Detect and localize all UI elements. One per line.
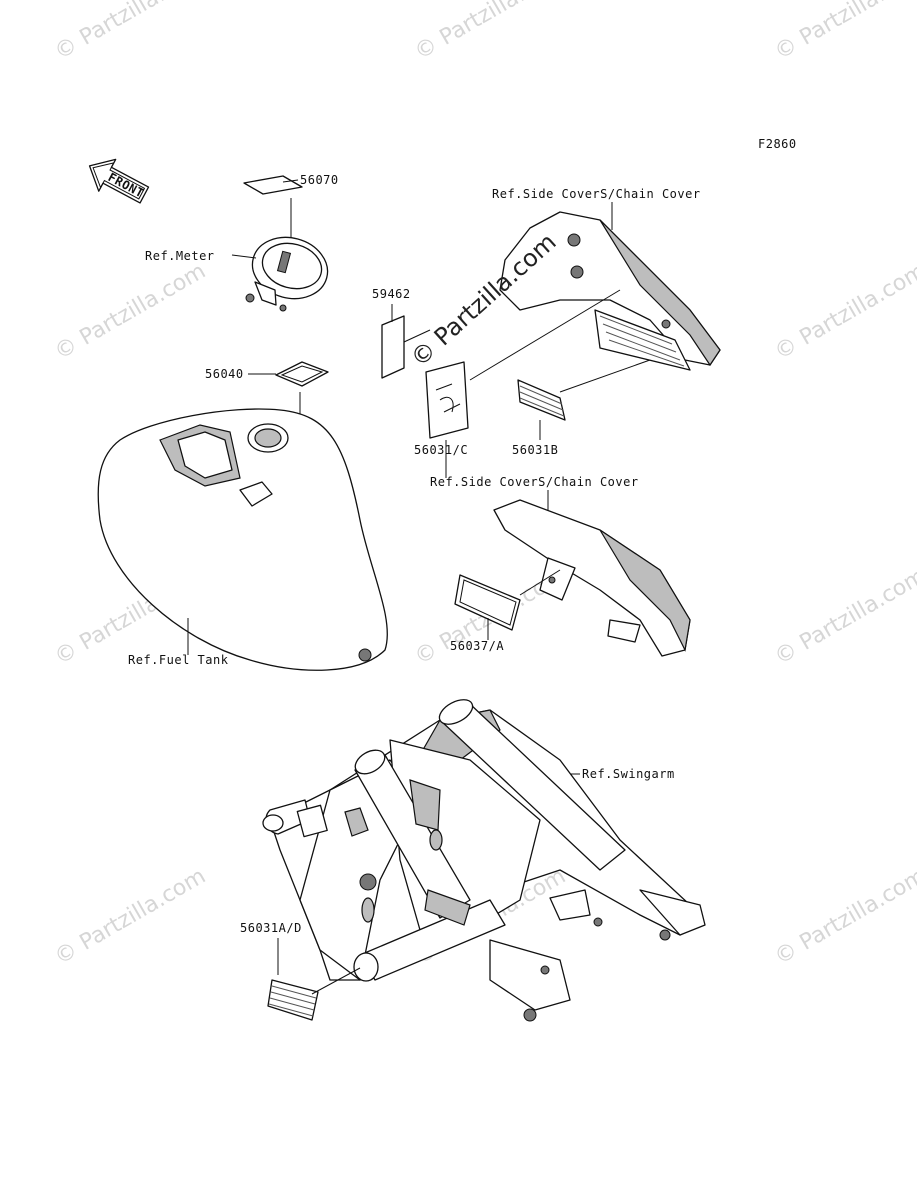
watermark-text: © Partzilla.com bbox=[771, 259, 917, 366]
label-59462: 59462 bbox=[372, 287, 431, 379]
ref-fuel-tank-label: Ref.Fuel Tank bbox=[128, 653, 229, 667]
label-56037a: 56037/A bbox=[450, 574, 521, 653]
fuel-tank: Ref.Fuel Tank bbox=[97, 408, 388, 671]
watermark-text: © Partzilla.com bbox=[771, 864, 917, 971]
svg-text:56037/A: 56037/A bbox=[450, 639, 504, 653]
ref-meter-label: Ref.Meter bbox=[145, 249, 215, 263]
diagram-code: F2860 bbox=[758, 137, 797, 151]
svg-text:56031/C: 56031/C bbox=[414, 443, 468, 457]
svg-text:56031B: 56031B bbox=[512, 443, 558, 457]
watermark-text: © Partzilla.com bbox=[411, 0, 571, 65]
front-arrow-icon: FRONT bbox=[88, 158, 150, 204]
svg-text:59462: 59462 bbox=[372, 287, 411, 301]
swingarm: Ref.Swingarm bbox=[262, 699, 706, 1022]
svg-text:56070: 56070 bbox=[300, 173, 339, 187]
watermark-text: © Partzilla.com bbox=[771, 0, 917, 65]
label-56040: 56040 bbox=[205, 361, 329, 470]
watermark-text: © Partzilla.com bbox=[771, 564, 917, 671]
ref-side-cover-label-2: Ref.Side CoverS/Chain Cover bbox=[430, 475, 639, 489]
svg-text:56031A/D: 56031A/D bbox=[240, 921, 302, 935]
svg-text:56040: 56040 bbox=[205, 367, 244, 381]
label-56031c: 56031/C bbox=[414, 361, 469, 478]
watermark-text: © Partzilla.com bbox=[51, 864, 211, 971]
watermark-text: © Partzilla.com bbox=[51, 0, 211, 65]
meter: Ref.Meter bbox=[145, 236, 329, 312]
side-cover-upper: Ref.Side CoverS/Chain Cover bbox=[469, 187, 721, 393]
side-cover-lower: Ref.Side CoverS/Chain Cover bbox=[430, 475, 691, 657]
watermark-text: © Partzilla.com bbox=[51, 259, 211, 366]
label-56070: 56070 bbox=[243, 173, 339, 280]
label-56031b: 56031B bbox=[512, 379, 566, 457]
ref-swingarm-label: Ref.Swingarm bbox=[582, 767, 675, 781]
label-56031ad: 56031A/D bbox=[240, 921, 361, 1021]
ref-side-cover-label-1: Ref.Side CoverS/Chain Cover bbox=[492, 187, 701, 201]
